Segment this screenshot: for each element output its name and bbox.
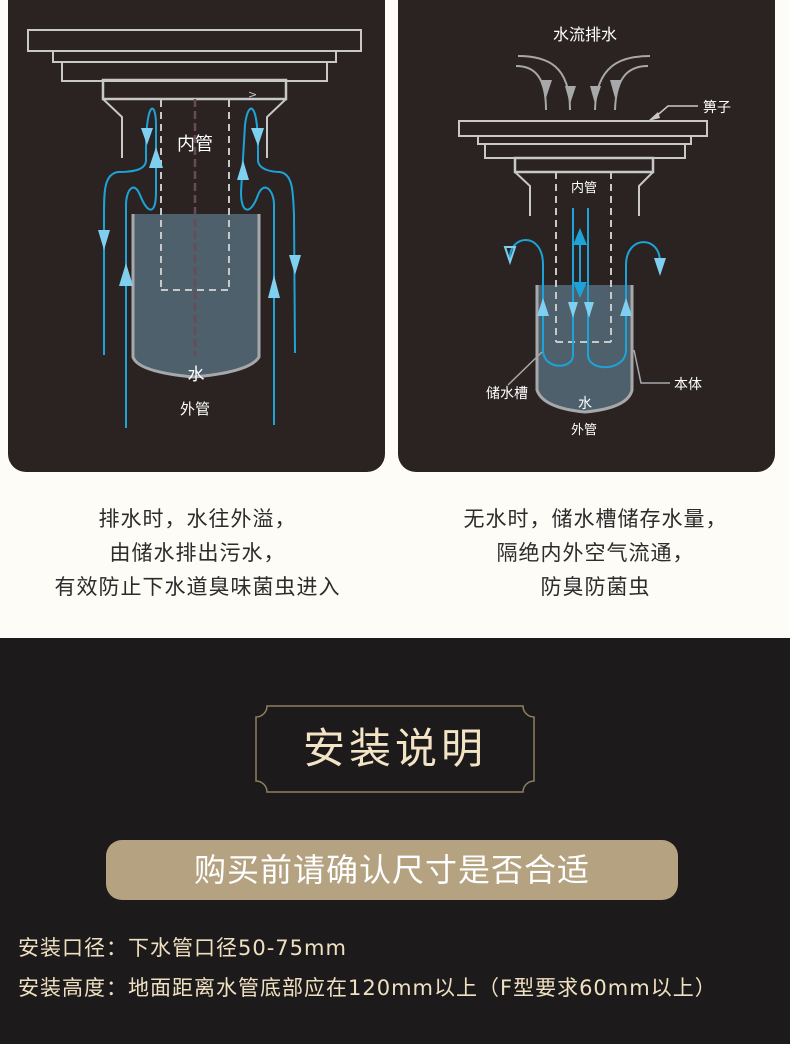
outer-pipe-label: 外管 xyxy=(571,423,597,438)
diagram-section: > 内管 xyxy=(0,0,790,638)
spec-height: 安装高度：地面距离水管底部应在120mm以上（F型要求60mm以上） xyxy=(18,976,717,1000)
drainage-flow-diagram: > 内管 xyxy=(27,29,362,428)
svg-text:>: > xyxy=(248,88,257,101)
odor-block-diagram-panel: 水流排水 箅子 xyxy=(398,0,775,472)
caption-line: 由储水排出污水， xyxy=(109,541,286,565)
water-label: 水 xyxy=(578,396,592,412)
caption-line: 有效防止下水道臭味菌虫进入 xyxy=(54,575,341,599)
section-title: 安装说明 xyxy=(302,724,487,773)
odor-block-diagram: 水流排水 箅子 xyxy=(458,25,731,438)
size-notice-banner: 购买前请确认尺寸是否合适 xyxy=(106,840,678,900)
grate-label: 箅子 xyxy=(703,100,731,116)
odor-block-caption: 无水时，储水槽储存水量， 隔绝内外空气流通， 防臭防菌虫 xyxy=(398,502,790,604)
body-label: 本体 xyxy=(674,377,702,393)
caption-line: 排水时，水往外溢， xyxy=(98,507,297,531)
drainage-diagram-panel: > 内管 xyxy=(8,0,385,472)
spec-diameter: 安装口径：下水管口径50-75mm xyxy=(18,936,347,960)
ornate-frame-border xyxy=(255,705,535,793)
install-section: 安装说明 购买前请确认尺寸是否合适 安装口径：下水管口径50-75mm 安装高度… xyxy=(0,638,790,1044)
inner-pipe-label: 内管 xyxy=(177,134,213,155)
outer-pipe-label: 外管 xyxy=(180,400,210,418)
caption-line: 防臭防菌虫 xyxy=(540,575,651,599)
water-label: 水 xyxy=(188,365,205,385)
caption-line: 无水时，储水槽储存水量， xyxy=(463,507,728,531)
section-title-frame: 安装说明 xyxy=(255,705,535,793)
drainage-caption: 排水时，水往外溢， 由储水排出污水， 有效防止下水道臭味菌虫进入 xyxy=(0,502,395,604)
caption-line: 隔绝内外空气流通， xyxy=(496,541,695,565)
reservoir-label: 储水槽 xyxy=(486,386,528,402)
drain-flow-label: 水流排水 xyxy=(553,25,617,44)
inner-pipe-label: 内管 xyxy=(571,180,597,196)
